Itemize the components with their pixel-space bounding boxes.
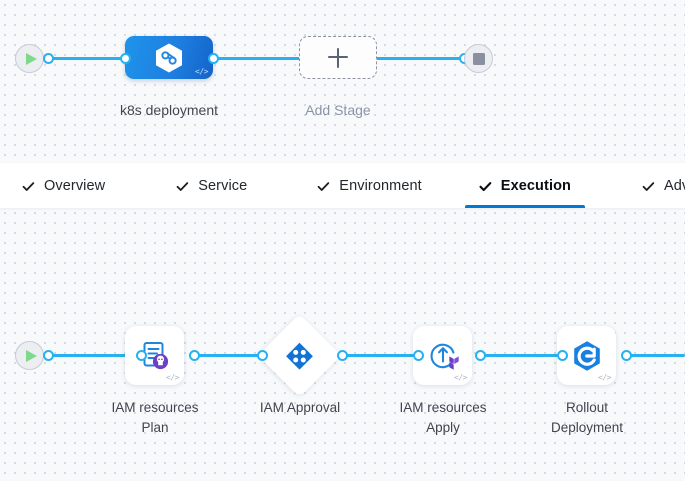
step-rollout-deployment[interactable]: </> <box>557 326 616 385</box>
tab-label: Service <box>198 178 248 194</box>
tab-overview[interactable]: Overview <box>8 164 119 208</box>
terraform-plan-icon <box>138 339 172 373</box>
code-badge: </> <box>598 373 611 382</box>
tab-environment[interactable]: Environment <box>303 164 436 208</box>
connector-approval-to-apply <box>338 354 418 357</box>
end-node[interactable] <box>464 44 493 73</box>
connector-dot-approval-in[interactable] <box>257 350 268 361</box>
step-iam-resources-plan[interactable]: </> <box>125 326 184 385</box>
play-icon <box>25 349 37 362</box>
connector-dot-k8s-out[interactable] <box>208 53 219 64</box>
tab-execution[interactable]: Execution <box>464 164 586 208</box>
connector-dot-plan-out[interactable] <box>189 350 200 361</box>
step-iam-approval[interactable] <box>257 313 342 398</box>
execution-canvas[interactable]: </> IAM resources Plan IAM App <box>0 208 685 481</box>
play-icon <box>25 52 37 65</box>
step-label-line1: IAM resources <box>399 400 487 415</box>
connector-start-to-k8s <box>44 57 128 60</box>
step-label-line2: Plan <box>141 420 169 435</box>
stage-canvas[interactable]: </> k8s deployment Add Stage <box>0 0 685 163</box>
terraform-apply-icon <box>425 338 461 374</box>
stage-k8s-deployment[interactable]: </> <box>125 36 213 79</box>
check-icon <box>479 180 492 193</box>
add-stage-button[interactable] <box>299 36 377 79</box>
start-node[interactable] <box>15 44 44 73</box>
step-label-line1: IAM Approval <box>259 400 341 415</box>
code-badge: </> <box>166 373 179 382</box>
code-badge: </> <box>195 67 208 76</box>
connector-dot-rollout-in[interactable] <box>557 350 568 361</box>
tab-label: Execution <box>500 178 571 194</box>
check-icon <box>176 180 189 193</box>
connector-k8s-to-addstage <box>209 57 301 60</box>
tab-label: Overview <box>44 178 106 194</box>
stage-label-k8s-deployment: k8s deployment <box>119 102 219 118</box>
step-label-line2: Apply <box>426 420 460 435</box>
start-node[interactable] <box>15 341 44 370</box>
check-icon <box>642 180 655 193</box>
code-badge: </> <box>454 373 467 382</box>
connector-addstage-to-end <box>375 57 465 60</box>
step-label-line2: Deployment <box>550 420 624 435</box>
stop-icon <box>472 52 485 65</box>
connector-dot-rollout-out[interactable] <box>621 350 632 361</box>
stage-tab-bar: Overview Service Environment Execution A <box>0 163 685 208</box>
step-label-line1: IAM resources <box>111 400 199 415</box>
connector-dot-plan-in[interactable] <box>136 350 147 361</box>
harness-infinity-icon <box>154 42 184 74</box>
tab-service[interactable]: Service <box>162 164 261 208</box>
connector-dot-start-out[interactable] <box>43 53 54 64</box>
connector-plan-to-approval <box>190 354 262 357</box>
rollout-hexagon-icon <box>570 339 604 373</box>
connector-dot-approval-out[interactable] <box>337 350 348 361</box>
plus-icon <box>328 47 348 68</box>
check-icon <box>317 180 330 193</box>
tab-advanced[interactable]: Advanced <box>628 164 685 208</box>
connector-dot-k8s-in[interactable] <box>120 53 131 64</box>
connector-start-to-plan <box>44 354 140 357</box>
connector-dot-start-out[interactable] <box>43 350 54 361</box>
tab-label: Advanced <box>664 178 685 194</box>
tab-label: Environment <box>339 178 422 194</box>
connector-dot-apply-in[interactable] <box>413 350 424 361</box>
check-icon <box>22 180 35 193</box>
approval-flower-icon <box>285 341 315 371</box>
step-label-line1: Rollout <box>565 400 609 415</box>
connector-rollout-trailing <box>622 354 685 357</box>
connector-apply-to-rollout <box>476 354 562 357</box>
connector-dot-apply-out[interactable] <box>475 350 486 361</box>
add-stage-label: Add Stage <box>305 102 371 118</box>
